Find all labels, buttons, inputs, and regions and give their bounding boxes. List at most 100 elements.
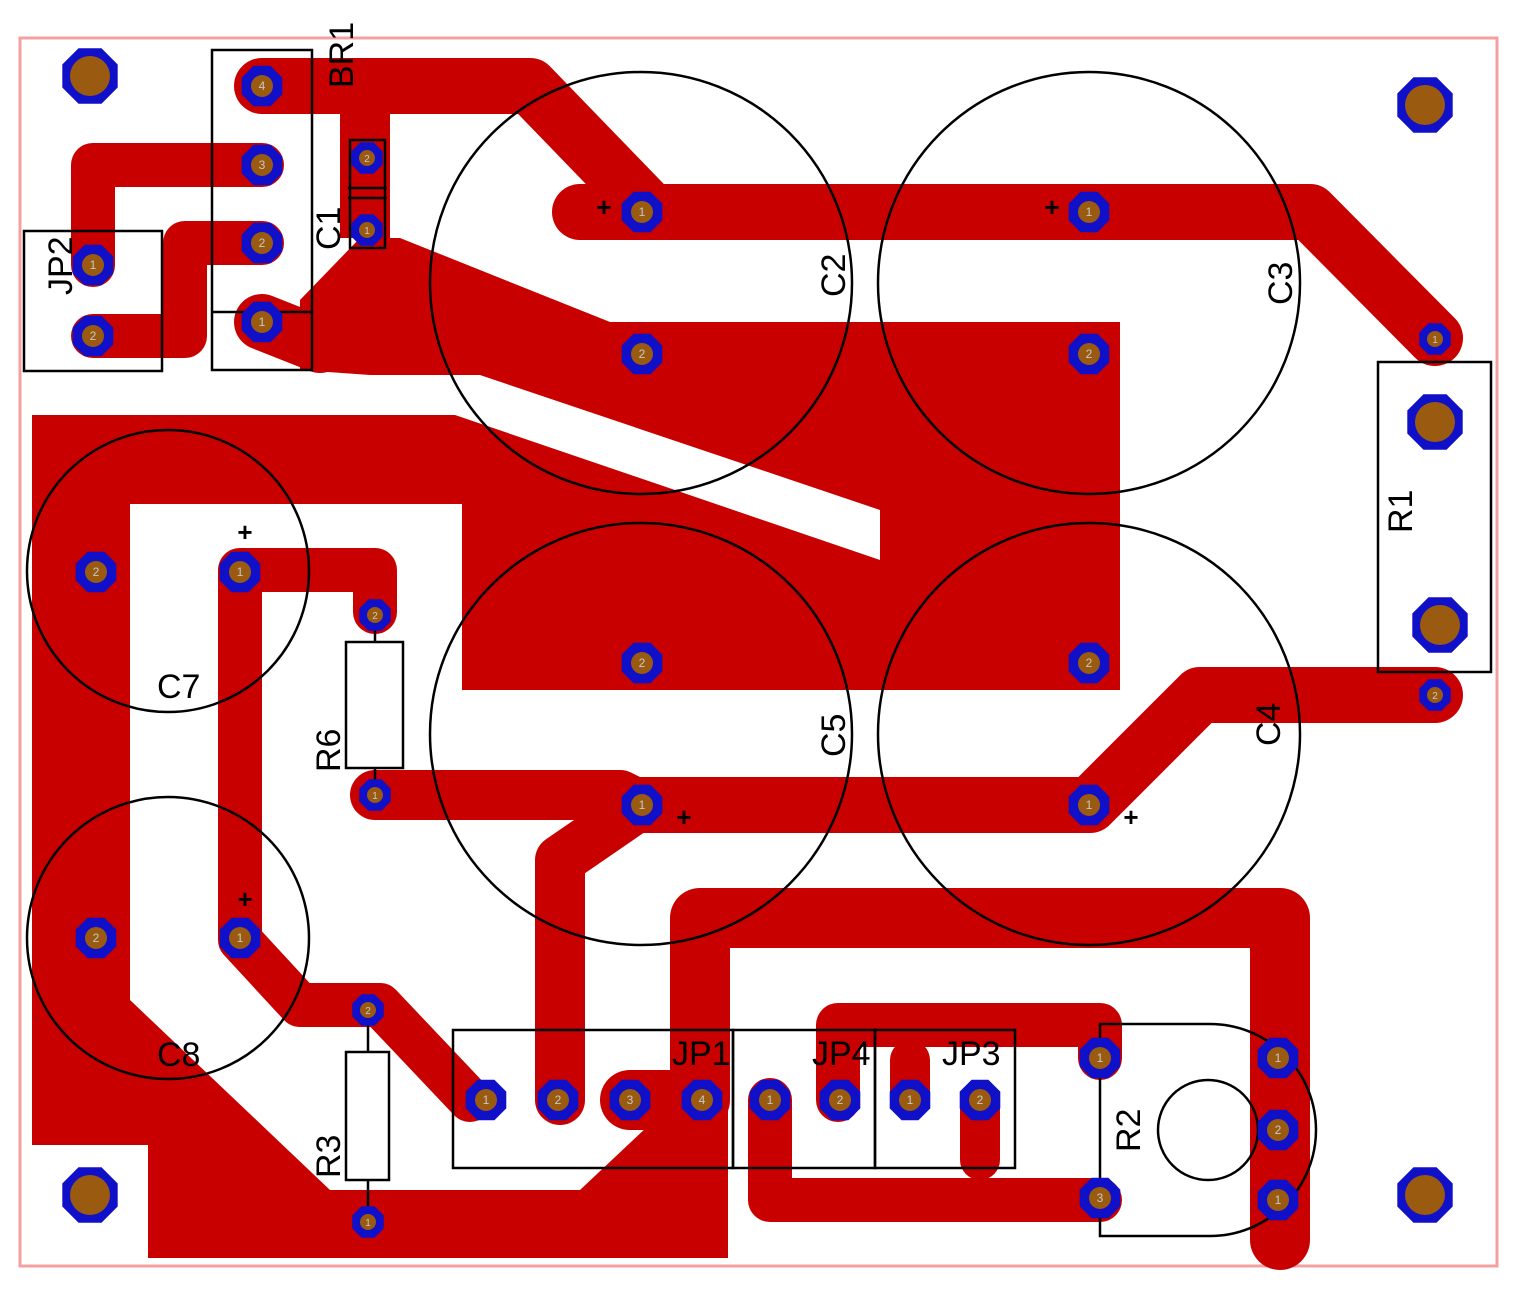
br1-pad-1: 1 [241, 301, 283, 343]
mount-hole [1405, 85, 1445, 125]
label-jp4: JP4 [812, 1035, 871, 1073]
pad-hole [1427, 331, 1443, 347]
pin-number: 2 [364, 154, 370, 165]
r6-outline [344, 640, 405, 770]
pad-hole [1267, 1119, 1289, 1141]
jp1-pad-3: 3 [609, 1079, 651, 1121]
pad-hole [229, 561, 251, 583]
c3-outline [876, 70, 1302, 496]
pad-hole [251, 311, 273, 333]
pin-number: 1 [237, 565, 244, 579]
pad-hole [1089, 1187, 1111, 1209]
pin-number: 1 [365, 1218, 371, 1229]
c8-pad-2: 2 [75, 917, 117, 959]
pad-hole [367, 607, 383, 623]
pad-hole [1267, 1047, 1289, 1069]
jp3-pad-2: 2 [959, 1079, 1001, 1121]
br1-pad-2: 2 [241, 222, 283, 264]
mount-hole [1420, 605, 1460, 645]
pad-hole [229, 927, 251, 949]
r6-pad-1: 1 [359, 779, 391, 811]
c8-outline [25, 795, 311, 1081]
pin-number: 2 [372, 611, 378, 622]
pad-hole [619, 1089, 641, 1111]
pin-number: 2 [93, 565, 100, 579]
pin-number: 3 [1097, 1191, 1104, 1205]
c4-outline [876, 521, 1302, 947]
label-r6: R6 [310, 729, 348, 772]
r3-outline [344, 1050, 391, 1182]
c5-pad-1: 1 [621, 784, 663, 826]
c2-pad-2: 2 [621, 333, 663, 375]
label-br1: BR1 [323, 22, 361, 88]
c1-pad-2: 2 [351, 142, 383, 174]
pin-number: 1 [1275, 1193, 1282, 1207]
mount-hole [70, 56, 110, 96]
r1-outline [1376, 360, 1493, 674]
r2-knob [1156, 1078, 1260, 1182]
pad-hole [1089, 1047, 1111, 1069]
pad-hole [82, 254, 104, 276]
c2-pad-1: 1 [621, 191, 663, 233]
pin-number: 2 [1275, 1123, 1282, 1137]
pad-hole [85, 561, 107, 583]
mount-hole-bottom-right [1397, 1167, 1453, 1223]
br1-pad-4: 4 [241, 65, 283, 107]
mount-hole-top-right [1397, 77, 1453, 133]
pad-hole [359, 222, 375, 238]
label-c2: C2 [815, 254, 853, 297]
pin-number: 1 [364, 226, 370, 237]
r3-pad-2: 2 [352, 994, 384, 1026]
trace-jp2-2 [71, 221, 284, 358]
pad-hole [367, 787, 383, 803]
pad-hole [251, 75, 273, 97]
r2-pad-1b: 1 [1257, 1037, 1299, 1079]
c7-pad-1: 1 [219, 551, 261, 593]
r1-pad-1: 1 [1419, 323, 1451, 355]
pad-hole [475, 1089, 497, 1111]
pin-number: 2 [639, 656, 646, 670]
pad-hole [1267, 1189, 1289, 1211]
pin-number: 2 [1086, 656, 1093, 670]
pin-number: 3 [627, 1093, 634, 1107]
c3-pad-1: 1 [1068, 191, 1110, 233]
c4-pad-2: 2 [1068, 642, 1110, 684]
mount-hole [1405, 1175, 1445, 1215]
pin-number: 1 [907, 1093, 914, 1107]
pad-hole [899, 1089, 921, 1111]
pin-number: 1 [259, 315, 266, 329]
pad-hole [251, 232, 273, 254]
r2-pad-2: 2 [1257, 1109, 1299, 1151]
board-outline [18, 36, 1499, 1268]
pin-number: 1 [483, 1093, 490, 1107]
pin-number: 3 [259, 158, 266, 172]
label-c5: C5 [815, 714, 853, 757]
pin-number: 1 [639, 205, 646, 219]
pin-number: 1 [372, 791, 378, 802]
trace-r2-3 [748, 1078, 1122, 1222]
pin-number: 1 [1086, 205, 1093, 219]
polarity-marks: + + + + + + [237, 192, 1138, 914]
pad-hole [759, 1089, 781, 1111]
label-jp1: JP1 [672, 1035, 731, 1073]
r2-pad-3: 3 [1079, 1177, 1121, 1219]
reference-labels: BR1 C1 JP2 C2 C3 R1 C7 R6 C5 C4 C8 JP1 J… [42, 22, 1420, 1178]
pin-number: 1 [1086, 798, 1093, 812]
pad-hole [829, 1089, 851, 1111]
pin-number: 1 [767, 1093, 774, 1107]
br1-pad-3: 3 [241, 144, 283, 186]
pad-hole [360, 1214, 376, 1230]
pad-hole [360, 1002, 376, 1018]
trace-top-rail [552, 184, 1463, 366]
pin-number: 4 [699, 1093, 706, 1107]
label-c4: C4 [1250, 703, 1288, 746]
jp3-pad-1: 1 [889, 1079, 931, 1121]
r2-pad-1c: 1 [1257, 1179, 1299, 1221]
copper-diagonal-band [32, 238, 1120, 1258]
mount-hole-top-left [62, 48, 118, 104]
c4-plus-mark: + [1123, 802, 1138, 832]
c2-outline [428, 70, 854, 496]
pin-number: 1 [1432, 335, 1438, 346]
pin-number: 1 [90, 258, 97, 272]
